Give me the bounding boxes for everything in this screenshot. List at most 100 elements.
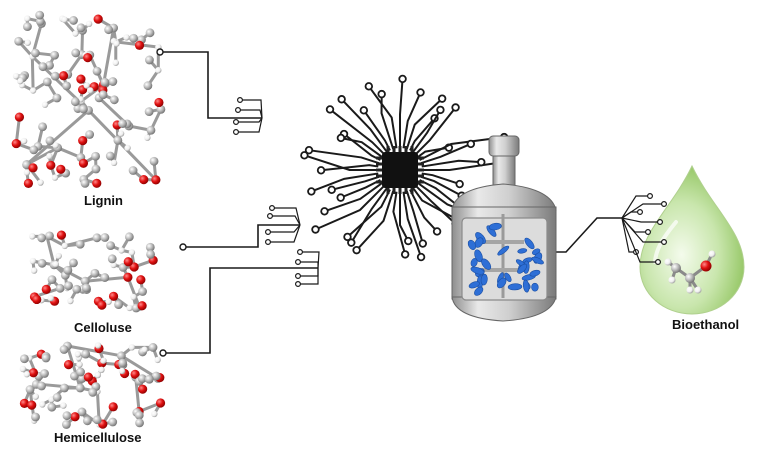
chip [382, 152, 418, 188]
atom [79, 104, 88, 114]
atom [151, 371, 161, 381]
atom [20, 354, 29, 364]
atom [52, 260, 60, 268]
atom [75, 383, 85, 393]
atom [92, 178, 102, 188]
atom [37, 381, 46, 391]
atom [98, 366, 105, 374]
atom [56, 230, 67, 240]
atom [129, 33, 138, 43]
atom [42, 77, 52, 87]
atom [60, 402, 67, 409]
atom [83, 82, 90, 89]
atom [64, 281, 73, 291]
atom [38, 122, 47, 132]
lignin-node [156, 48, 164, 56]
atom [87, 87, 94, 94]
atom [109, 95, 119, 105]
atom [108, 291, 119, 301]
atom [70, 97, 80, 107]
atom [149, 156, 159, 166]
atom [12, 72, 20, 80]
atom [31, 48, 40, 58]
atom [76, 23, 86, 33]
atom [118, 119, 127, 129]
atom [106, 241, 116, 251]
bioreactor-icon [451, 135, 557, 322]
atom [23, 178, 34, 188]
atom [128, 166, 138, 175]
atom [107, 254, 117, 264]
atom [98, 90, 108, 100]
atom [92, 233, 102, 243]
atom [45, 60, 54, 70]
ethanol-molecule-icon [664, 250, 716, 294]
atom [41, 353, 51, 363]
atom [126, 304, 133, 312]
atom [118, 367, 126, 375]
atom [14, 36, 24, 46]
hemicellulose-node [159, 349, 167, 357]
atom [137, 301, 147, 311]
hemicellulose-label: Hemicellulose [54, 430, 142, 445]
atom [50, 71, 60, 81]
atom [104, 25, 114, 35]
atom [129, 262, 139, 272]
atom [138, 287, 147, 296]
atom [46, 152, 53, 160]
atom [81, 349, 91, 359]
atom [116, 351, 126, 361]
atom [23, 169, 31, 176]
atom [11, 138, 21, 149]
atom [19, 398, 30, 409]
atom [138, 384, 148, 394]
atom [58, 71, 69, 81]
atom [55, 252, 62, 260]
atom [28, 368, 39, 378]
atom [77, 407, 87, 417]
atom [128, 344, 136, 351]
atom [37, 258, 47, 268]
atom [118, 247, 125, 254]
atom [93, 14, 103, 24]
atom [100, 357, 107, 364]
atom [117, 130, 125, 137]
atom [83, 372, 94, 382]
atom [31, 412, 40, 422]
microbes [467, 222, 544, 296]
bioethanol-label: Bioethanol [672, 317, 740, 332]
atom [105, 298, 112, 305]
atom [82, 416, 92, 426]
atom [50, 50, 60, 60]
lignin-label: Lignin [84, 193, 123, 208]
atom [27, 400, 37, 410]
atom [29, 257, 37, 265]
atom [144, 107, 154, 117]
lignin-molecule-icon [11, 10, 166, 188]
atom [137, 374, 147, 384]
atom [154, 356, 161, 364]
atom [118, 358, 128, 368]
atom [94, 342, 102, 349]
atom [108, 402, 118, 412]
atom [154, 97, 164, 108]
atom [47, 275, 57, 284]
atom [69, 258, 78, 268]
atom [47, 295, 54, 302]
atom [135, 418, 144, 428]
atom [85, 130, 95, 139]
cellulose-molecule-icon [29, 230, 158, 313]
atom [139, 175, 149, 185]
atom [41, 284, 51, 295]
atom [91, 151, 100, 161]
atom [59, 345, 69, 354]
atom [32, 393, 39, 400]
atom [155, 398, 166, 408]
ethanol-droplet-icon [639, 164, 745, 315]
atom [92, 66, 102, 76]
atom [123, 272, 133, 282]
atom [85, 20, 93, 28]
atom [100, 233, 110, 242]
atom [80, 276, 90, 286]
atom [83, 53, 93, 63]
